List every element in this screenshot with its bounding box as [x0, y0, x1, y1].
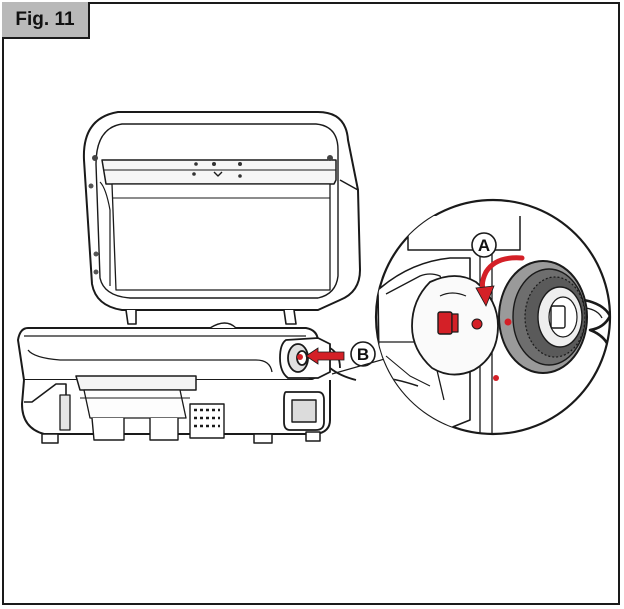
leader-line — [331, 357, 389, 375]
callout-b: B — [350, 341, 376, 367]
zoom-detail — [374, 198, 612, 436]
callout-a: A — [471, 232, 497, 258]
grill-lid — [82, 111, 361, 325]
figure-label: Fig. 11 — [2, 2, 90, 39]
grill-base — [17, 322, 331, 444]
callout-a-label: A — [478, 236, 490, 255]
callout-b-label: B — [357, 345, 369, 364]
arrow-b — [305, 347, 345, 365]
